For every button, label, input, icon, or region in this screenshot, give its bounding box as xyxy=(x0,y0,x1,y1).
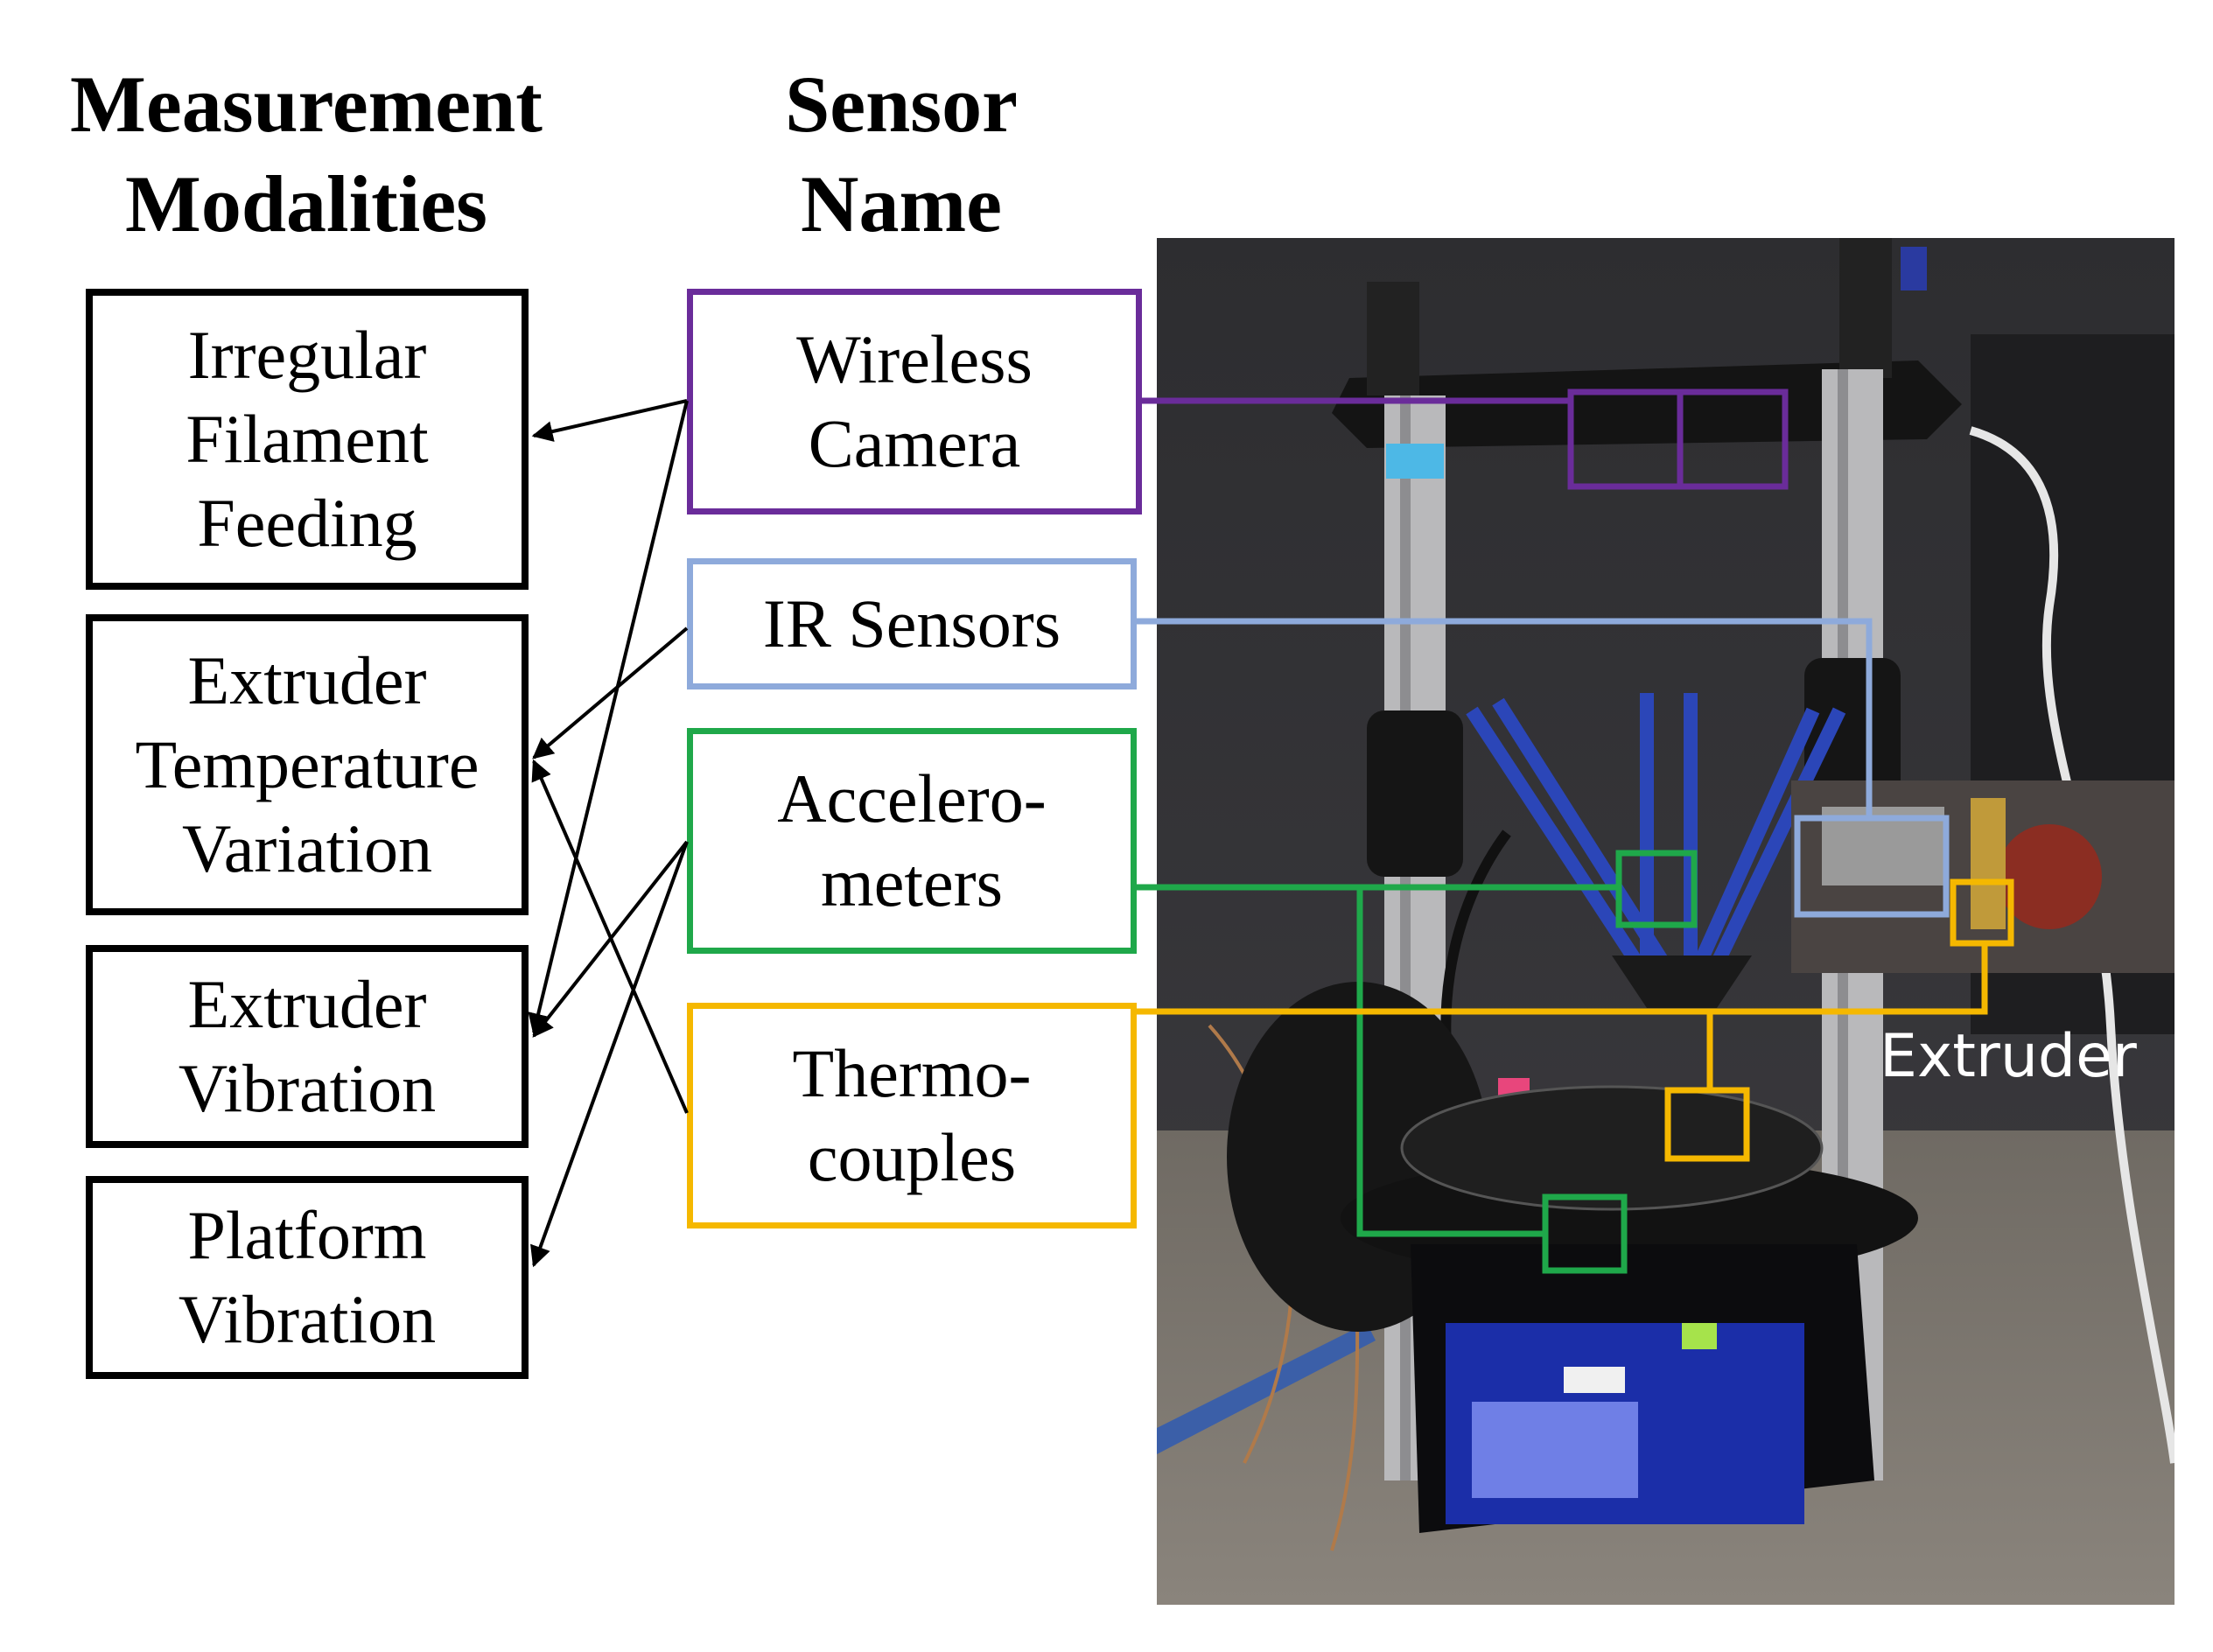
modality-extruder-temperature-variation: Extruder Temperature Variation xyxy=(86,614,529,915)
arrow-thermo-to-extruder-temp xyxy=(531,759,689,1114)
arrow-ir-to-extruder-temp xyxy=(532,626,689,760)
camera-callout xyxy=(1142,388,1789,490)
modality-extruder-vibration: Extruder Vibration xyxy=(86,945,529,1148)
modality-irregular-filament-feeding: Irregular Filament Feeding xyxy=(86,289,529,590)
arrow-accel-to-platform-vibration xyxy=(530,841,689,1268)
modality-platform-vibration: Platform Vibration xyxy=(86,1176,529,1379)
modalities-header: Measurement Modalities xyxy=(70,60,543,248)
thermocouple-callout xyxy=(1137,878,2014,1162)
sensor-name-header: Sensor Name xyxy=(785,60,1018,248)
arrow-camera-to-filament xyxy=(531,399,688,442)
printer-illustration xyxy=(1157,238,2174,1605)
extruder-label: Extruder xyxy=(1880,1022,2137,1091)
ir-callout xyxy=(1137,618,1950,918)
printer-photo xyxy=(1157,238,2174,1605)
arrow-camera-to-extruder-vibration xyxy=(528,400,689,1035)
sensor-ir-sensors: IR Sensors xyxy=(687,558,1137,690)
sensor-wireless-camera: Wireless Camera xyxy=(687,289,1142,514)
accelerometer-callout xyxy=(1137,850,1698,1274)
sensor-thermocouples: Thermo- couples xyxy=(687,1003,1137,1228)
sensor-accelerometers: Accelero- meters xyxy=(687,728,1137,954)
